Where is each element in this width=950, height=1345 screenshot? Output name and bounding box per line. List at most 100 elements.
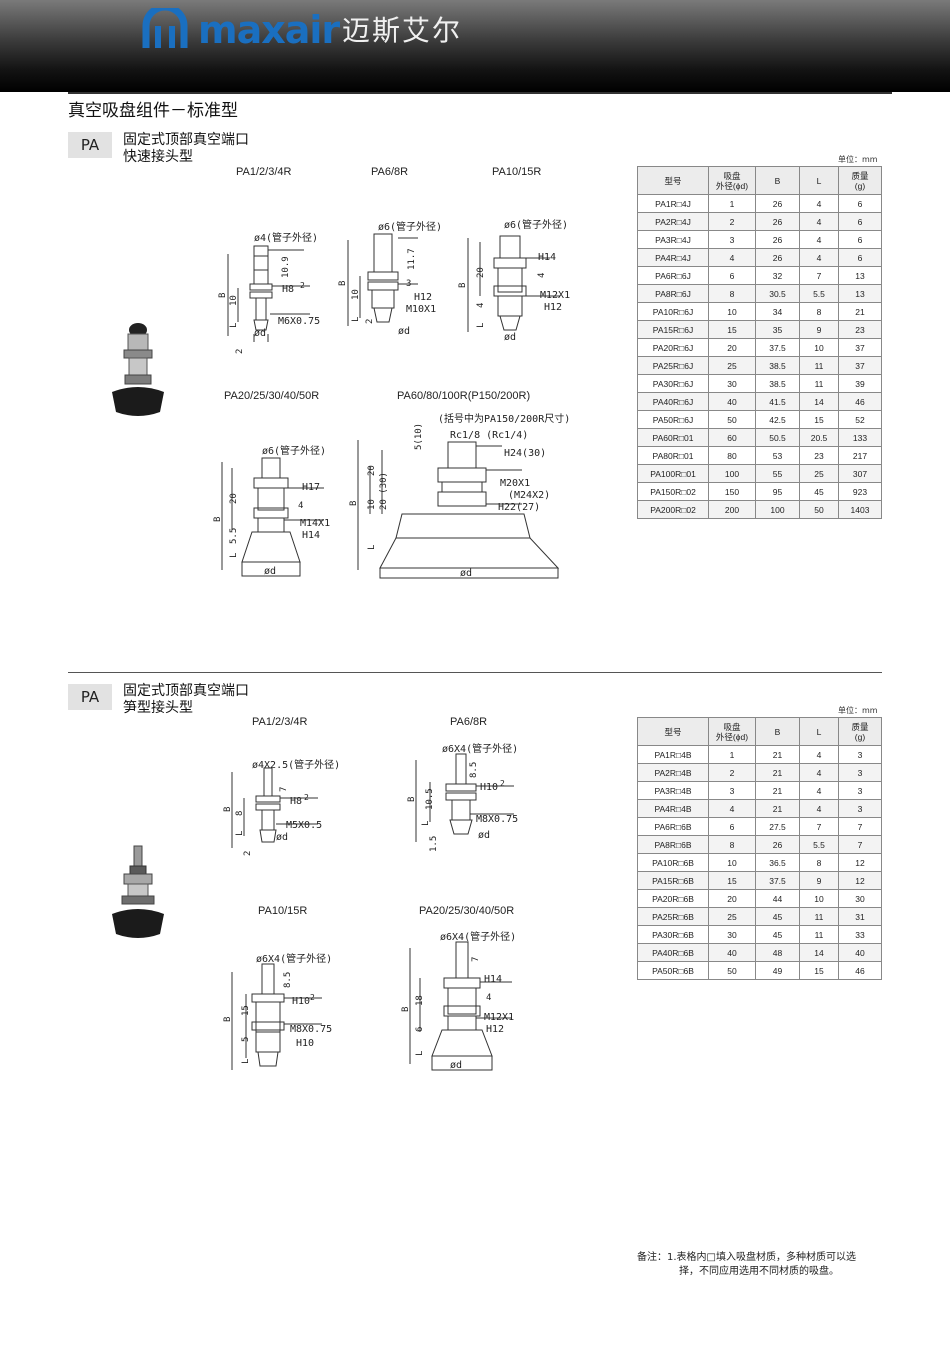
dim-thread: M5X0.5 bbox=[286, 820, 322, 831]
model-label-pa6-8r: PA6/8R bbox=[371, 166, 409, 178]
dim-thread: M8X0.75 bbox=[290, 1024, 332, 1035]
table-cell: 6 bbox=[708, 817, 756, 836]
dim-pad-diameter: ød bbox=[478, 830, 490, 841]
drawing-pa10-15r-barb: ø6X4(管子外径) 8.5 15 H10 2 M8X0.75 H10 5 B … bbox=[223, 952, 332, 1070]
table-cell: 8 bbox=[708, 835, 756, 854]
dim-b: B bbox=[223, 807, 233, 812]
table-cell: 37.5 bbox=[755, 871, 800, 890]
table-cell: 33 bbox=[838, 925, 882, 944]
section2-title-line2: 笋型接头型 bbox=[123, 700, 193, 716]
table-cell: PA4R□4J bbox=[637, 248, 709, 267]
table-cell: 23 bbox=[799, 446, 839, 465]
dim-tube-od: ø6(管子外径) bbox=[262, 444, 326, 457]
table-cell: 50 bbox=[799, 500, 839, 519]
table-cell: 26 bbox=[755, 835, 800, 854]
model-label-pa10-15r: PA10/15R bbox=[492, 166, 542, 178]
table-cell: 21 bbox=[838, 302, 882, 321]
dim-b: B bbox=[218, 293, 228, 298]
brand-name: maxair bbox=[198, 8, 340, 52]
table-cell: 12 bbox=[838, 871, 882, 890]
dim-thread: M8X0.75 bbox=[476, 814, 518, 825]
table-cell: 32 bbox=[755, 266, 800, 285]
table-header-text: L bbox=[816, 726, 822, 737]
dim-tube-od: ø4(管子外径) bbox=[254, 231, 318, 244]
table-cell: 30 bbox=[708, 374, 756, 393]
table-header-text: 型号 bbox=[664, 726, 682, 737]
table-cell: 48 bbox=[755, 943, 800, 962]
dim-20: 20 bbox=[229, 493, 239, 504]
dim-tube-od: ø6X4(管子外径) bbox=[442, 742, 518, 755]
section1-title-line2: 快速接头型 bbox=[123, 149, 193, 165]
product-photo-barb-connector bbox=[112, 845, 164, 938]
unit-label-2: 单位：mm bbox=[838, 706, 878, 715]
dim-7: 7 bbox=[279, 787, 289, 792]
table-cell: 50 bbox=[708, 410, 756, 429]
maxair-logo-icon bbox=[142, 8, 188, 48]
table-cell: 37 bbox=[838, 356, 882, 375]
drawing-pa1-4r: ø4(管子外径) 10.9 H8 2 M6X0.75 ød B 10 L 2 bbox=[218, 231, 320, 354]
table-cell: 9 bbox=[799, 871, 839, 890]
model-label-pa20-50r-b: PA20/25/30/40/50R bbox=[419, 905, 515, 917]
table-cell: 20 bbox=[708, 338, 756, 357]
table-cell: 20.5 bbox=[799, 428, 839, 447]
table-cell: 7 bbox=[799, 266, 839, 285]
table-cell: 6 bbox=[838, 248, 882, 267]
dim-hex-h10b: H10 bbox=[296, 1038, 314, 1049]
table-cell: PA80R□01 bbox=[637, 446, 709, 465]
table-cell: 6 bbox=[708, 266, 756, 285]
section2-badge: PA bbox=[68, 684, 112, 710]
table-header-text: 外径(ϕd) bbox=[715, 180, 749, 191]
dim-tube-od: ø6X4(管子外径) bbox=[256, 952, 332, 965]
page-title: 真空吸盘组件－标准型 bbox=[68, 101, 238, 121]
section2-title: 固定式顶部真空端口 笋型接头型 bbox=[123, 683, 249, 717]
table-header-cell: L bbox=[799, 717, 839, 746]
table-header-cell: 吸盘外径(ϕd) bbox=[708, 166, 756, 195]
table-cell: 60 bbox=[708, 428, 756, 447]
dim-b: B bbox=[349, 501, 359, 506]
dim-pad-diameter: ød bbox=[276, 832, 288, 843]
table-cell: 40 bbox=[838, 943, 882, 962]
table-cell: 80 bbox=[708, 446, 756, 465]
table-cell: 7 bbox=[838, 835, 882, 854]
table-cell: 15 bbox=[708, 871, 756, 890]
table-header-text: B bbox=[774, 175, 781, 186]
dim-l: L bbox=[229, 323, 239, 328]
table-header-text: (g) bbox=[854, 180, 866, 191]
dim-tube-od: ø4X2.5(管子外径) bbox=[252, 758, 340, 771]
table-cell: 35 bbox=[755, 320, 800, 339]
table-cell: 31 bbox=[838, 907, 882, 926]
table-cell: PA15R□6B bbox=[637, 871, 709, 890]
table-cell: 4 bbox=[799, 745, 839, 764]
table-header-text: 型号 bbox=[664, 175, 682, 186]
table-cell: 50.5 bbox=[755, 428, 800, 447]
table-cell: 38.5 bbox=[755, 374, 800, 393]
table-cell: PA40R□6B bbox=[637, 943, 709, 962]
footnote: 备注：1.表格内□填入吸盘材质，多种材质可以选 择，不同应用选用不同材质的吸盘。 bbox=[637, 1251, 887, 1279]
table-cell: 5.5 bbox=[799, 835, 839, 854]
table-cell: 3 bbox=[708, 781, 756, 800]
dim-hex-h22: H22(27) bbox=[498, 502, 540, 513]
table-header-cell: 型号 bbox=[637, 717, 709, 746]
unit-label-1: 单位：mm bbox=[838, 155, 878, 164]
dim-hex-h14: H14 bbox=[484, 974, 502, 985]
table-cell: PA25R□6J bbox=[637, 356, 709, 375]
table-cell: 44 bbox=[755, 889, 800, 908]
table-cell: PA8R□6B bbox=[637, 835, 709, 854]
table-cell: 100 bbox=[755, 500, 800, 519]
header-banner: maxair 迈斯艾尔 bbox=[0, 0, 950, 92]
table-cell: PA30R□6J bbox=[637, 374, 709, 393]
dim-2: 2 bbox=[304, 793, 309, 802]
table-cell: 46 bbox=[838, 961, 882, 980]
table-cell: 7 bbox=[799, 817, 839, 836]
